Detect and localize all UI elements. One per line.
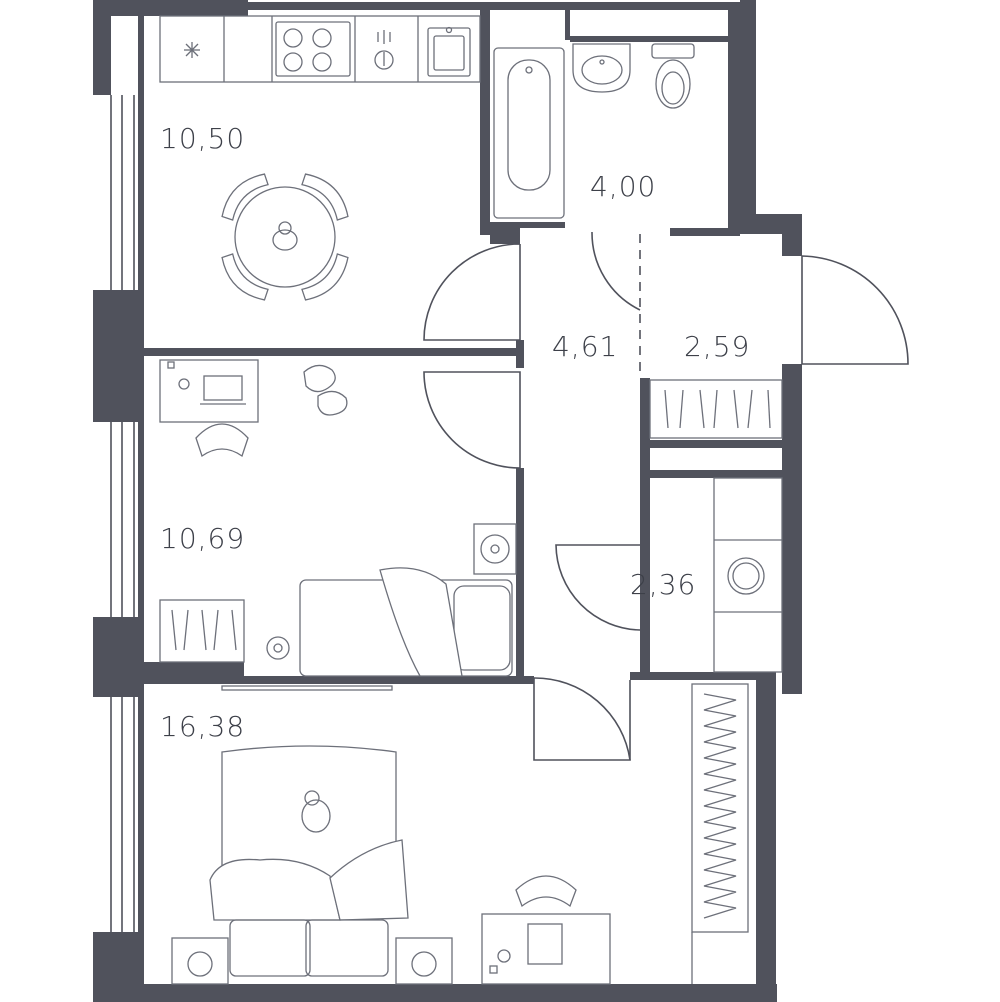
nightstand-left: [171, 937, 229, 985]
room-area-laundry: 2,36: [630, 568, 697, 601]
room-area-hallway: 4,61: [552, 330, 619, 363]
bed-bedroom: [299, 567, 513, 677]
washing-machine-icon: [727, 557, 765, 595]
outer-walls: [93, 0, 802, 1002]
stove-icon: [275, 21, 351, 77]
door-swings: [423, 231, 909, 761]
dog-icon: [301, 790, 331, 833]
desk-living: [481, 875, 611, 985]
ball-icon: [266, 636, 290, 660]
room-area-kitchen: 10,50: [160, 122, 246, 155]
toy-horse-icon: [303, 364, 348, 416]
bed-living: [209, 745, 409, 977]
room-area-bathroom: 4,00: [590, 170, 657, 203]
wardrobe-living: [691, 683, 749, 984]
room-area-bedroom: 10,69: [160, 522, 246, 555]
bathtub-icon: [493, 47, 565, 219]
faucet-icon: [374, 30, 394, 70]
fridge-icon: [184, 42, 200, 58]
closet-entrance: [649, 379, 783, 439]
dresser-bedroom: [159, 599, 245, 663]
toilet-icon: [651, 43, 695, 109]
curtain-rail: [221, 685, 393, 691]
laundry-unit: [713, 477, 783, 673]
windows: [110, 95, 135, 932]
room-area-living-room: 16,38: [160, 710, 246, 743]
inner-walls: [138, 10, 782, 984]
sink-icon: [427, 26, 471, 77]
washing-machine-bedroom-icon: [473, 523, 517, 575]
washbasin-icon: [572, 43, 631, 93]
dining-table: [221, 173, 349, 301]
kitchen-counter: [159, 15, 481, 83]
nightstand-right: [395, 937, 453, 985]
desk-bedroom: [159, 359, 259, 458]
cat-icon: [272, 221, 298, 251]
room-area-entrance: 2,59: [684, 330, 751, 363]
